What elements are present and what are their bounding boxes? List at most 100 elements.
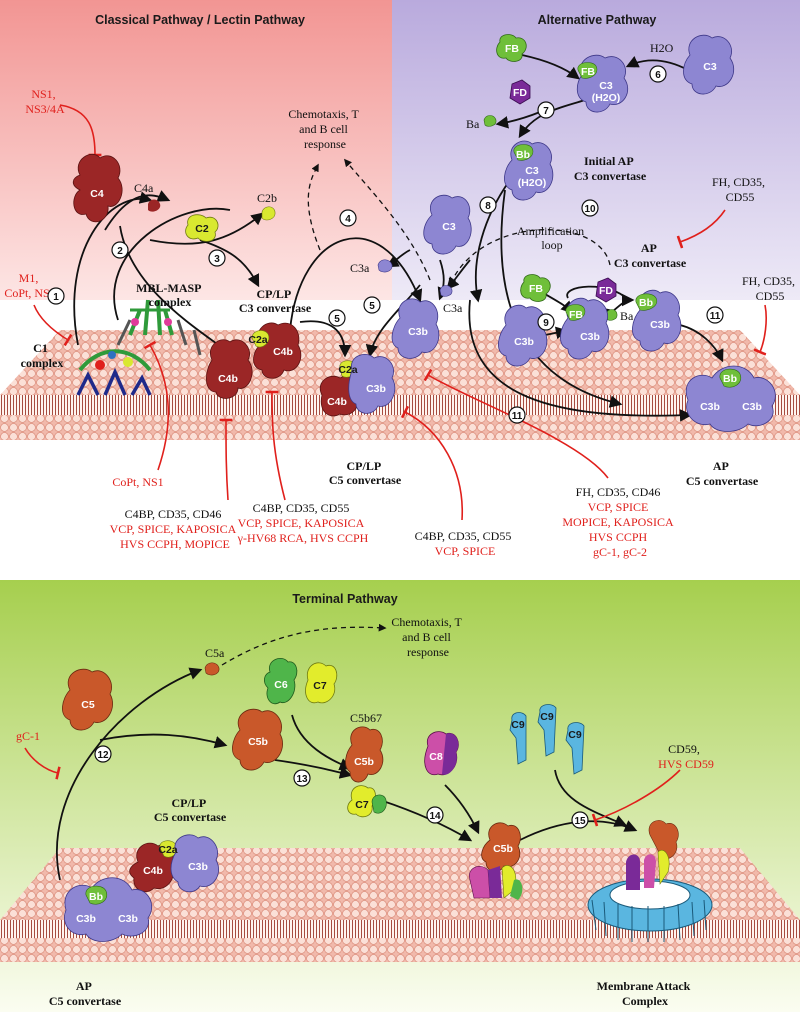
protein-c9-2: C9 [537, 704, 557, 757]
arrow-to-ap-c3-b [566, 285, 629, 301]
protein-c3-h2o-fb: FB C3 (H2O) [576, 54, 629, 113]
label-mbl-masp-complex: MBL-MASP complex [136, 281, 204, 309]
svg-text:C3b: C3b [366, 383, 386, 395]
inhibition-fh-mid [753, 304, 767, 356]
arrow-step-3 [149, 212, 264, 245]
step-15: 15 [571, 811, 589, 829]
svg-text:C5b: C5b [354, 756, 374, 768]
svg-text:C7: C7 [355, 799, 369, 811]
svg-text:4: 4 [345, 214, 351, 225]
step-7: 7 [537, 101, 555, 119]
svg-text:C3b: C3b [700, 401, 720, 413]
arrow-to-c5b [99, 733, 228, 749]
protein-fb-mid: FB [520, 274, 551, 302]
svg-text:FD: FD [513, 87, 527, 99]
label-ap-c5-convertase-bottom: AP C5 convertase [49, 979, 122, 1008]
protein-c5b67: C5b C7 [345, 726, 387, 818]
svg-text:C3b: C3b [408, 326, 428, 338]
label-c4a: C4a [134, 181, 154, 195]
protein-fb-top: FB [496, 34, 527, 62]
inhibition-c4bp-cd55-b [400, 405, 463, 521]
arrow-c8 [444, 784, 480, 835]
svg-text:FD: FD [599, 285, 613, 297]
protein-cplp-c3-convertase: C2a C4b [248, 322, 302, 379]
inhibitor-ns1-ns3-4a: NS1, NS3/4A [25, 87, 65, 116]
protein-c5a-fragment [204, 662, 220, 676]
svg-text:2: 2 [117, 246, 123, 257]
svg-text:10: 10 [584, 204, 596, 215]
svg-text:1: 1 [53, 292, 59, 303]
arrow-c6-c7 [291, 714, 353, 771]
protein-ba-mid-fragment [605, 309, 618, 321]
protein-c3-top: C3 [683, 34, 735, 95]
protein-c4b-1: C4b [206, 339, 253, 399]
classical-pathway-title: Classical Pathway / Lectin Pathway [95, 13, 305, 27]
svg-text:C3: C3 [442, 221, 456, 233]
svg-text:14: 14 [429, 811, 441, 822]
arrow-step-8 [469, 179, 511, 303]
arrow-chemotaxis-dashed-2 [344, 158, 431, 281]
arrow-c4-cleave [104, 190, 171, 231]
svg-text:C8: C8 [429, 751, 443, 763]
protein-ap-c3-convertase: Bb C3b [632, 289, 682, 352]
svg-text:FB: FB [581, 66, 595, 78]
arrow-chemotaxis-dashed [307, 163, 321, 251]
inhibitor-c4bp-cd55: C4BP, CD35, CD55 VCP, SPICE, KAPOSICA γ-… [237, 499, 369, 545]
inhibition-c4bp-cd46 [219, 418, 233, 501]
protein-ba-top-fragment [483, 115, 497, 127]
inhibitor-fh-cd35-cd55-mid: FH, CD35, CD55 [742, 274, 798, 303]
svg-text:C7: C7 [313, 680, 327, 692]
svg-text:C3b: C3b [118, 913, 138, 925]
svg-text:C3b: C3b [514, 336, 534, 348]
label-chemotaxis-top: Chemotaxis, T and B cell response [288, 107, 361, 151]
svg-text:C4b: C4b [143, 865, 163, 877]
inhibitor-gc1: gC-1 [16, 729, 40, 743]
label-cplp-c3-convertase: CP/LP C3 convertase [239, 287, 312, 315]
arrow-ba-top [495, 111, 541, 129]
inhibitor-m1-copt-ns1: M1, CoPt, NS1 [4, 271, 55, 300]
svg-text:C4b: C4b [327, 396, 347, 408]
step-11-top: 11 [706, 306, 724, 324]
step-6: 6 [649, 65, 667, 83]
protein-c1-complex [76, 349, 152, 396]
label-c5a: C5a [205, 646, 225, 660]
svg-text:6: 6 [655, 70, 661, 81]
step-4: 4 [339, 209, 357, 227]
classical-pathway-background [0, 0, 392, 300]
arrow-step-2 [113, 207, 231, 321]
svg-text:C9: C9 [540, 711, 554, 723]
svg-text:Bb: Bb [639, 297, 653, 309]
svg-text:(H2O): (H2O) [592, 92, 621, 104]
svg-text:C2a: C2a [158, 844, 177, 856]
svg-text:11: 11 [710, 311, 721, 322]
arrow-amplification-dashed [448, 229, 611, 287]
protein-membrane-attack-complex [587, 820, 713, 942]
inhibitor-cd59: CD59, HVS CD59 [658, 740, 714, 771]
label-amplification-loop: Amplification loop [517, 224, 587, 252]
label-c5b67: C5b67 [350, 711, 382, 725]
label-ap-c3-convertase: AP C3 convertase [614, 241, 687, 270]
arrow-step-11-top [679, 324, 724, 363]
svg-text:5: 5 [369, 301, 375, 312]
inhibition-cd59 [591, 769, 681, 827]
inhibition-c4bp-cd55 [265, 390, 286, 501]
label-h2o: H2O [650, 41, 674, 55]
svg-text:(H2O): (H2O) [518, 177, 547, 189]
arrow-to-cplp-c3 [199, 239, 260, 288]
step-12: 12 [94, 745, 112, 763]
protein-c7: C7 [305, 662, 338, 704]
svg-text:8: 8 [485, 201, 491, 212]
label-cplp-c5-convertase-bottom: CP/LP C5 convertase [154, 796, 227, 824]
protein-c3b-free: C3b [391, 298, 440, 359]
step-9: 9 [537, 313, 555, 331]
inhibitor-c4bp-cd55-b: C4BP, CD35, CD55 VCP, SPICE [415, 527, 516, 558]
protein-cplp-c5-convertase-bottom: C4b C2a C3b [129, 834, 219, 893]
svg-text:C3b: C3b [188, 861, 208, 873]
label-c1-complex: C1 complex [21, 341, 64, 370]
step-1: 1 [47, 287, 65, 305]
svg-text:3: 3 [214, 254, 220, 265]
protein-c5b-c8-complex: C5b [469, 822, 523, 900]
svg-text:FB: FB [569, 309, 583, 321]
svg-text:9: 9 [543, 318, 549, 329]
protein-c2: C2 [185, 214, 219, 242]
